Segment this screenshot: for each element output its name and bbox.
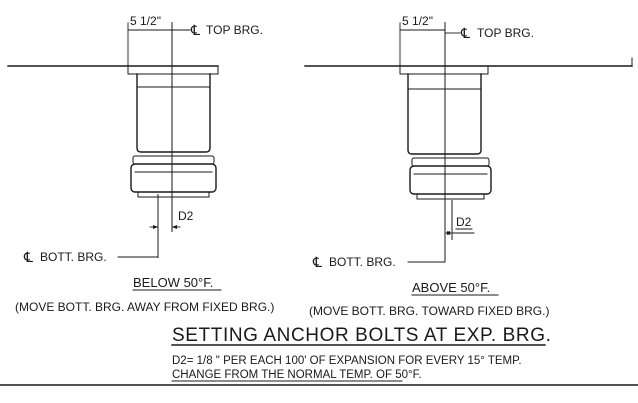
left-bottom-bearing-label: BOTT. BRG. bbox=[40, 250, 107, 264]
right-caption: ABOVE 50°F. bbox=[412, 280, 490, 295]
left-masonry-plate bbox=[130, 163, 217, 193]
right-masonry-plate bbox=[409, 165, 492, 195]
right-d2-arrowhead-right bbox=[447, 231, 452, 235]
note-line-2: CHANGE FROM THE NORMAL TEMP. OF 50°F. bbox=[172, 369, 422, 381]
right-base-pad bbox=[416, 193, 485, 200]
left-d2-arrowhead-left bbox=[153, 225, 158, 229]
note-line-1: D2= 1/8 " PER EACH 100' OF EXPANSION FOR… bbox=[172, 355, 522, 367]
right-masonry-plate-top bbox=[411, 157, 490, 167]
right-d2-label: D2 bbox=[456, 215, 472, 229]
left-bottom-centerline-symbol: ℄ bbox=[23, 250, 33, 266]
drawing-title-block: SETTING ANCHOR BOLTS AT EXP. BRG. D2= 1/… bbox=[0, 325, 638, 386]
right-bearing-detail: 5 1/2" ℄ TOP BRG. D2 ℄ BOTT. BRG bbox=[304, 14, 633, 318]
right-bottom-bearing-label: BOTT. BRG. bbox=[329, 255, 396, 269]
right-top-centerline-symbol: ℄ bbox=[460, 26, 470, 42]
left-caption: BELOW 50°F. bbox=[133, 275, 213, 290]
right-bottom-centerline-symbol: ℄ bbox=[312, 255, 322, 271]
right-dimension: 5 1/2" ℄ TOP BRG. bbox=[399, 14, 534, 67]
right-dimension-text: 5 1/2" bbox=[402, 14, 433, 28]
left-d2-label: D2 bbox=[178, 209, 194, 223]
left-bearing-body bbox=[136, 73, 211, 153]
left-dimension-text: 5 1/2" bbox=[130, 14, 161, 28]
left-bearing-detail: 5 1/2" ℄ TOP BRG. D2 ℄ BOTT. BRG. bbox=[7, 14, 274, 314]
left-masonry-plate-top bbox=[132, 155, 215, 165]
left-d2-arrowhead-right bbox=[172, 225, 177, 229]
left-top-centerline-symbol: ℄ bbox=[190, 23, 200, 39]
left-instruction: (MOVE BOTT. BRG. AWAY FROM FIXED BRG.) bbox=[15, 300, 274, 314]
left-base-pad bbox=[137, 191, 210, 198]
left-top-bearing-label: TOP BRG. bbox=[206, 23, 263, 37]
left-dimension: 5 1/2" ℄ TOP BRG. bbox=[127, 14, 263, 67]
right-instruction: (MOVE BOTT. BRG. TOWARD FIXED BRG.) bbox=[309, 304, 549, 318]
drawing-title: SETTING ANCHOR BOLTS AT EXP. BRG. bbox=[172, 325, 551, 346]
right-top-bearing-label: TOP BRG. bbox=[477, 26, 534, 40]
